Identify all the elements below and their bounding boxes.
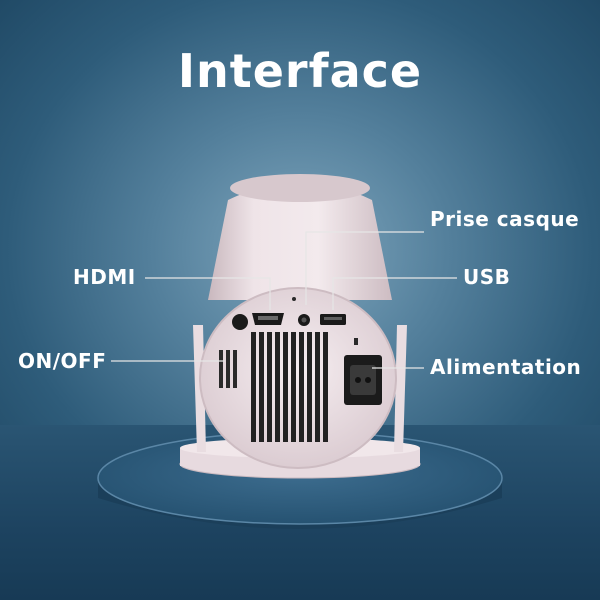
leader-hdmi bbox=[145, 277, 271, 310]
label-usb: USB bbox=[463, 265, 511, 289]
vent-grille bbox=[251, 332, 328, 442]
leader-lines bbox=[111, 231, 457, 369]
label-on-off: ON/OFF bbox=[18, 349, 107, 373]
power-inlet[interactable] bbox=[344, 355, 382, 405]
label-prise-casque: Prise casque bbox=[430, 207, 580, 231]
label-hdmi: HDMI bbox=[73, 265, 136, 289]
page-title: Interface bbox=[177, 44, 423, 98]
on-off-switch[interactable] bbox=[219, 350, 237, 388]
label-alimentation: Alimentation bbox=[430, 355, 582, 379]
power-button[interactable] bbox=[232, 314, 248, 330]
leader-prise-casque bbox=[305, 231, 424, 305]
leader-usb bbox=[332, 277, 457, 310]
projector-body bbox=[199, 174, 397, 469]
